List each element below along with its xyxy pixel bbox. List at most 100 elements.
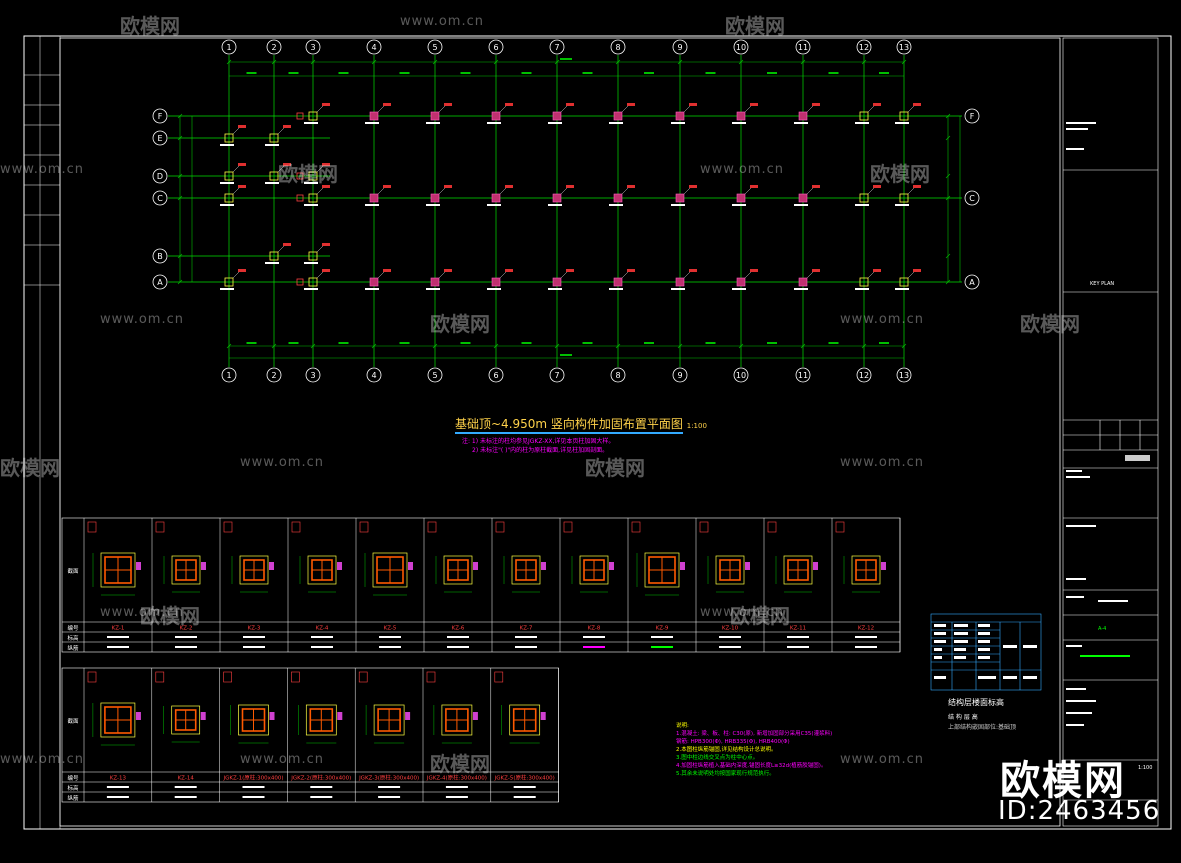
column-tag — [566, 185, 574, 188]
grid-label-E: E — [157, 134, 162, 143]
column-id: KZ-9 — [656, 626, 669, 632]
section-key-icon — [427, 521, 437, 533]
column-id: KZ-14 — [178, 776, 195, 782]
column-tag — [689, 185, 697, 188]
column-leader — [907, 105, 915, 113]
column-marker — [855, 185, 881, 206]
section-tag — [405, 712, 411, 720]
dim-total-mark — [560, 58, 572, 60]
dim-value-mark — [338, 342, 349, 344]
column-tag — [383, 269, 391, 272]
column-tag — [238, 185, 246, 188]
column-tag — [913, 103, 921, 106]
watermark-url: www.om.cn — [100, 312, 184, 327]
dim-tick — [432, 343, 438, 349]
detail-row-label: 纵筋 — [67, 794, 79, 802]
column-leader — [438, 105, 446, 113]
grid-label-8: 8 — [615, 371, 620, 380]
column-rebar-mark — [311, 646, 333, 648]
section-tag — [269, 712, 275, 720]
column-marker — [732, 269, 758, 290]
column-leader — [560, 187, 568, 195]
column-jgkz — [430, 277, 440, 287]
section-tag — [881, 562, 886, 570]
column-marker — [220, 269, 246, 290]
column-jgkz — [491, 277, 501, 287]
grid-label-F: F — [158, 112, 163, 121]
plan-notes: 注: 1) 未标注的柱均参见JGKZ-XX,详见本页柱加固大样。 2) 未标注"… — [462, 437, 614, 455]
grid-label-D: D — [157, 172, 163, 181]
grid-label-A: A — [969, 278, 975, 287]
grid-label-2: 2 — [271, 371, 276, 380]
section-outline — [171, 555, 201, 585]
column-marker — [671, 269, 697, 290]
title-block-text-marks — [1066, 122, 1150, 726]
title-block — [1062, 37, 1159, 827]
section-key-icon — [291, 671, 300, 683]
column-leader — [867, 271, 875, 279]
column-tag — [383, 185, 391, 188]
column-rebar-mark — [310, 796, 333, 798]
column-marker — [855, 103, 881, 124]
section-tag — [609, 562, 614, 570]
section-key-icon — [155, 671, 165, 683]
column-rebar-mark — [379, 646, 401, 648]
column-rebar-mark — [513, 796, 536, 798]
column-tag — [750, 103, 758, 106]
grid-label-5: 5 — [432, 43, 437, 52]
column-marker — [265, 125, 291, 146]
dim-value-mark — [582, 72, 593, 74]
column-leader — [277, 245, 285, 253]
column-label-mark — [220, 144, 234, 146]
column-id: KZ-3 — [248, 626, 261, 632]
section-key-icon — [495, 521, 505, 533]
column-leader — [316, 271, 324, 279]
column-label-mark — [855, 122, 869, 124]
general-note: 2.本图柱纵筋锚固,详见结构设计总说明。 — [676, 747, 777, 753]
column-label-mark — [609, 204, 623, 206]
column-tag — [505, 269, 513, 272]
column-jgkz — [552, 193, 562, 203]
dim-tick — [861, 343, 867, 349]
grid-bubble-C — [964, 190, 980, 206]
watermark-url: www.om.cn — [840, 455, 924, 470]
column-marker — [671, 185, 697, 206]
grid-bubble-7 — [549, 367, 565, 383]
column-id: KZ-1 — [112, 626, 125, 632]
column-tag — [444, 269, 452, 272]
column-label-mark — [609, 288, 623, 290]
dim-tick — [800, 59, 806, 65]
column-label-mark — [548, 204, 562, 206]
grid-bubble-7 — [549, 39, 565, 55]
grid-label-13: 13 — [899, 371, 909, 380]
section-outline — [509, 704, 541, 736]
column-kz — [224, 133, 234, 143]
dim-value-mark — [246, 342, 257, 344]
column-leader — [316, 245, 324, 253]
grid-label-3: 3 — [310, 371, 315, 380]
dim-value-mark — [644, 342, 654, 344]
column-tag — [322, 269, 330, 272]
column-tag — [444, 103, 452, 106]
column-leader — [499, 105, 507, 113]
column-tag — [322, 163, 330, 166]
grid-bubble-10 — [733, 39, 749, 55]
column-leader — [744, 187, 752, 195]
column-kz — [224, 193, 234, 203]
column-label-mark — [265, 144, 279, 146]
watermark-url: www.om.cn — [0, 752, 84, 767]
column-tag — [444, 185, 452, 188]
grid-bubble-1 — [221, 367, 237, 383]
column-label-mark — [304, 122, 318, 124]
grid-bubble-4 — [366, 367, 382, 383]
column-tag — [283, 243, 291, 246]
column-leader — [499, 271, 507, 279]
dim-value-mark — [521, 72, 532, 74]
dim-value-mark — [879, 72, 889, 74]
column-kz — [859, 277, 869, 287]
dim-tick — [738, 59, 744, 65]
column-leader — [744, 271, 752, 279]
dim-value-mark — [828, 72, 839, 74]
column-kz — [269, 171, 279, 181]
watermark-url: www.om.cn — [700, 162, 784, 177]
